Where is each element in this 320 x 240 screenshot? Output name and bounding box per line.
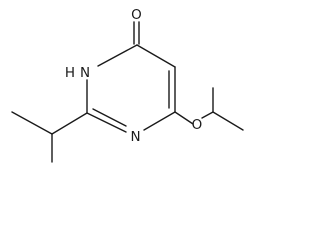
atom-label-nh-nitrogen: N — [80, 65, 90, 81]
bonds — [11, 21, 244, 163]
atom-labels: O H N N O — [65, 7, 202, 145]
atom-label-nh-hydrogen: H — [65, 65, 75, 81]
bond-c2-n1-inner — [92, 108, 127, 127]
bond-c4-c5 — [136, 44, 176, 68]
atom-label-carbonyl-oxygen: O — [131, 7, 142, 23]
bond-o-ch — [201, 111, 214, 119]
bond-ch-ch3-up — [11, 111, 53, 135]
chemical-structure: O H N N O — [11, 7, 244, 163]
atom-label-ether-oxygen: O — [192, 117, 203, 133]
bond-c6-o — [174, 111, 194, 125]
bond-c6-n1 — [143, 111, 176, 131]
bond-c2-ch — [51, 112, 88, 135]
atom-label-ring-nitrogen: N — [130, 129, 140, 145]
bond-ch-ch3-right — [212, 111, 244, 131]
bond-c4-n3 — [97, 44, 138, 67]
bond-c2-n1-outer — [86, 112, 127, 133]
